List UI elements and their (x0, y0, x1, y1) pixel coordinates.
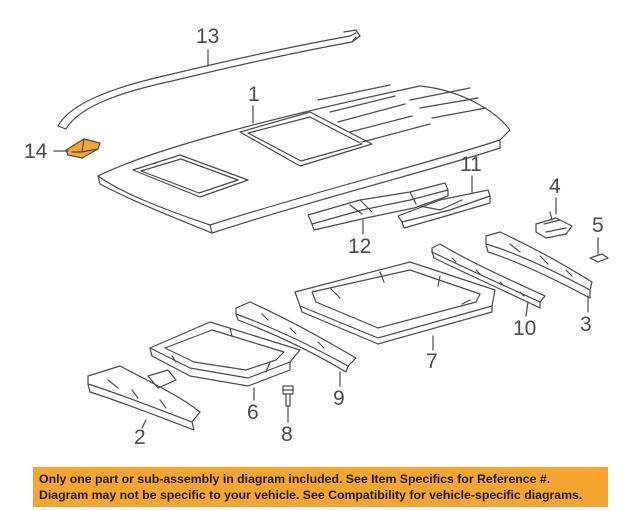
callout-1: 1 (248, 83, 260, 106)
part-10-center-reinforcement (431, 243, 546, 309)
callout-8: 8 (281, 423, 293, 446)
part-14-bracket (65, 138, 101, 159)
notice-line-1: Only one part or sub-assembly in diagram… (39, 472, 551, 486)
part-9-rail (235, 301, 357, 373)
part-5-cap (589, 253, 609, 263)
part-12-rear-reinforcement (307, 182, 449, 231)
callout-10: 10 (513, 317, 537, 340)
callout-11: 11 (460, 153, 482, 176)
part-4-clip (535, 211, 573, 239)
part-7-sunroof-housing (294, 261, 496, 345)
compatibility-notice-banner: Only one part or sub-assembly in diagram… (33, 467, 608, 507)
callout-14: 14 (24, 140, 48, 163)
part-3-side-reinforcement (485, 231, 593, 299)
part-13-roof-molding (57, 29, 361, 130)
leader-lines (53, 49, 599, 429)
part-6-sunroof-frame (149, 321, 301, 387)
part-11-front-reinforcement (397, 189, 491, 229)
callout-3: 3 (580, 313, 592, 336)
callout-9: 9 (333, 387, 345, 410)
callout-4: 4 (549, 175, 561, 198)
part-2-front-header (87, 365, 201, 431)
callout-2: 2 (134, 426, 146, 449)
callout-7: 7 (426, 350, 438, 373)
part-1-roof-panel (97, 84, 511, 234)
callout-5: 5 (592, 214, 604, 237)
part-8-bolt (282, 385, 294, 407)
callout-13: 13 (196, 25, 220, 48)
notice-line-2: Diagram may not be specific to your vehi… (39, 488, 583, 502)
callout-6: 6 (247, 401, 259, 424)
callout-12: 12 (348, 235, 372, 258)
